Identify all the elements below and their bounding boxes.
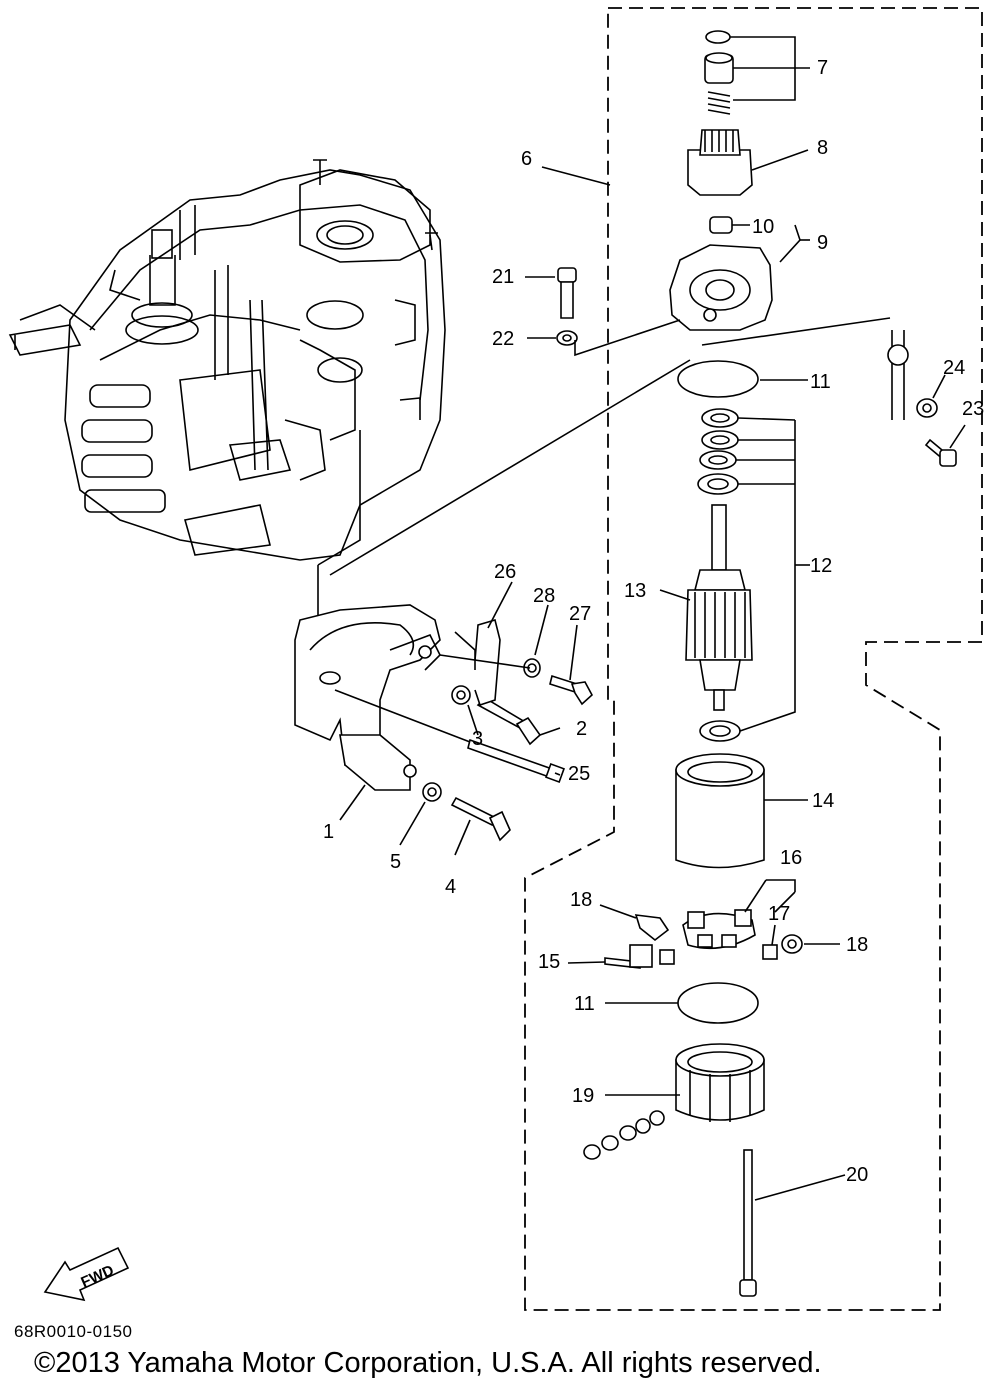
callout-23: 23 xyxy=(962,398,984,420)
callout-20: 20 xyxy=(846,1164,868,1186)
starter-bracket xyxy=(294,604,441,791)
fwd-arrow: FWD xyxy=(43,1246,130,1302)
callout-2: 2 xyxy=(576,718,587,740)
callout-18-left: 18 xyxy=(570,889,592,911)
engine-block xyxy=(8,159,446,561)
callout-4: 4 xyxy=(445,876,456,898)
callout-8: 8 xyxy=(817,137,828,159)
callout-28: 28 xyxy=(533,585,555,607)
callout-10: 10 xyxy=(752,216,774,238)
callout-3: 3 xyxy=(472,728,483,750)
bracket-hardware xyxy=(334,618,594,842)
callout-labels: 1 2 3 4 5 6 7 8 9 10 11 11 12 13 14 15 1… xyxy=(323,57,984,1186)
callout-17: 17 xyxy=(768,903,790,925)
callout-6: 6 xyxy=(521,148,532,170)
callout-11-bottom: 11 xyxy=(574,993,595,1015)
callout-19: 19 xyxy=(572,1085,594,1107)
callout-27: 27 xyxy=(569,603,591,625)
callout-14: 14 xyxy=(812,790,834,812)
callout-7: 7 xyxy=(817,57,828,79)
callout-26: 26 xyxy=(494,561,516,583)
leader-lines xyxy=(329,36,966,1201)
callout-18-right: 18 xyxy=(846,934,868,956)
callout-13: 13 xyxy=(624,580,646,602)
callout-21: 21 xyxy=(492,266,514,288)
callout-9: 9 xyxy=(817,232,828,254)
assembly-boundary xyxy=(524,7,983,1311)
callout-15: 15 xyxy=(538,951,560,973)
copyright-notice: ©2013 Yamaha Motor Corporation, U.S.A. A… xyxy=(34,1347,822,1379)
callout-22: 22 xyxy=(492,328,514,350)
callout-1: 1 xyxy=(323,821,334,843)
callout-5: 5 xyxy=(390,851,401,873)
callout-16: 16 xyxy=(780,847,802,869)
starter-motor-parts xyxy=(556,30,957,1297)
callout-12: 12 xyxy=(810,555,832,577)
parts-diagram: 1 2 3 4 5 6 7 8 9 10 11 11 12 13 14 15 1… xyxy=(8,7,984,1311)
callout-11-top: 11 xyxy=(810,371,831,393)
callout-24: 24 xyxy=(943,357,965,379)
drawing-code: 68R0010-0150 xyxy=(14,1322,133,1341)
callout-25: 25 xyxy=(568,763,590,785)
